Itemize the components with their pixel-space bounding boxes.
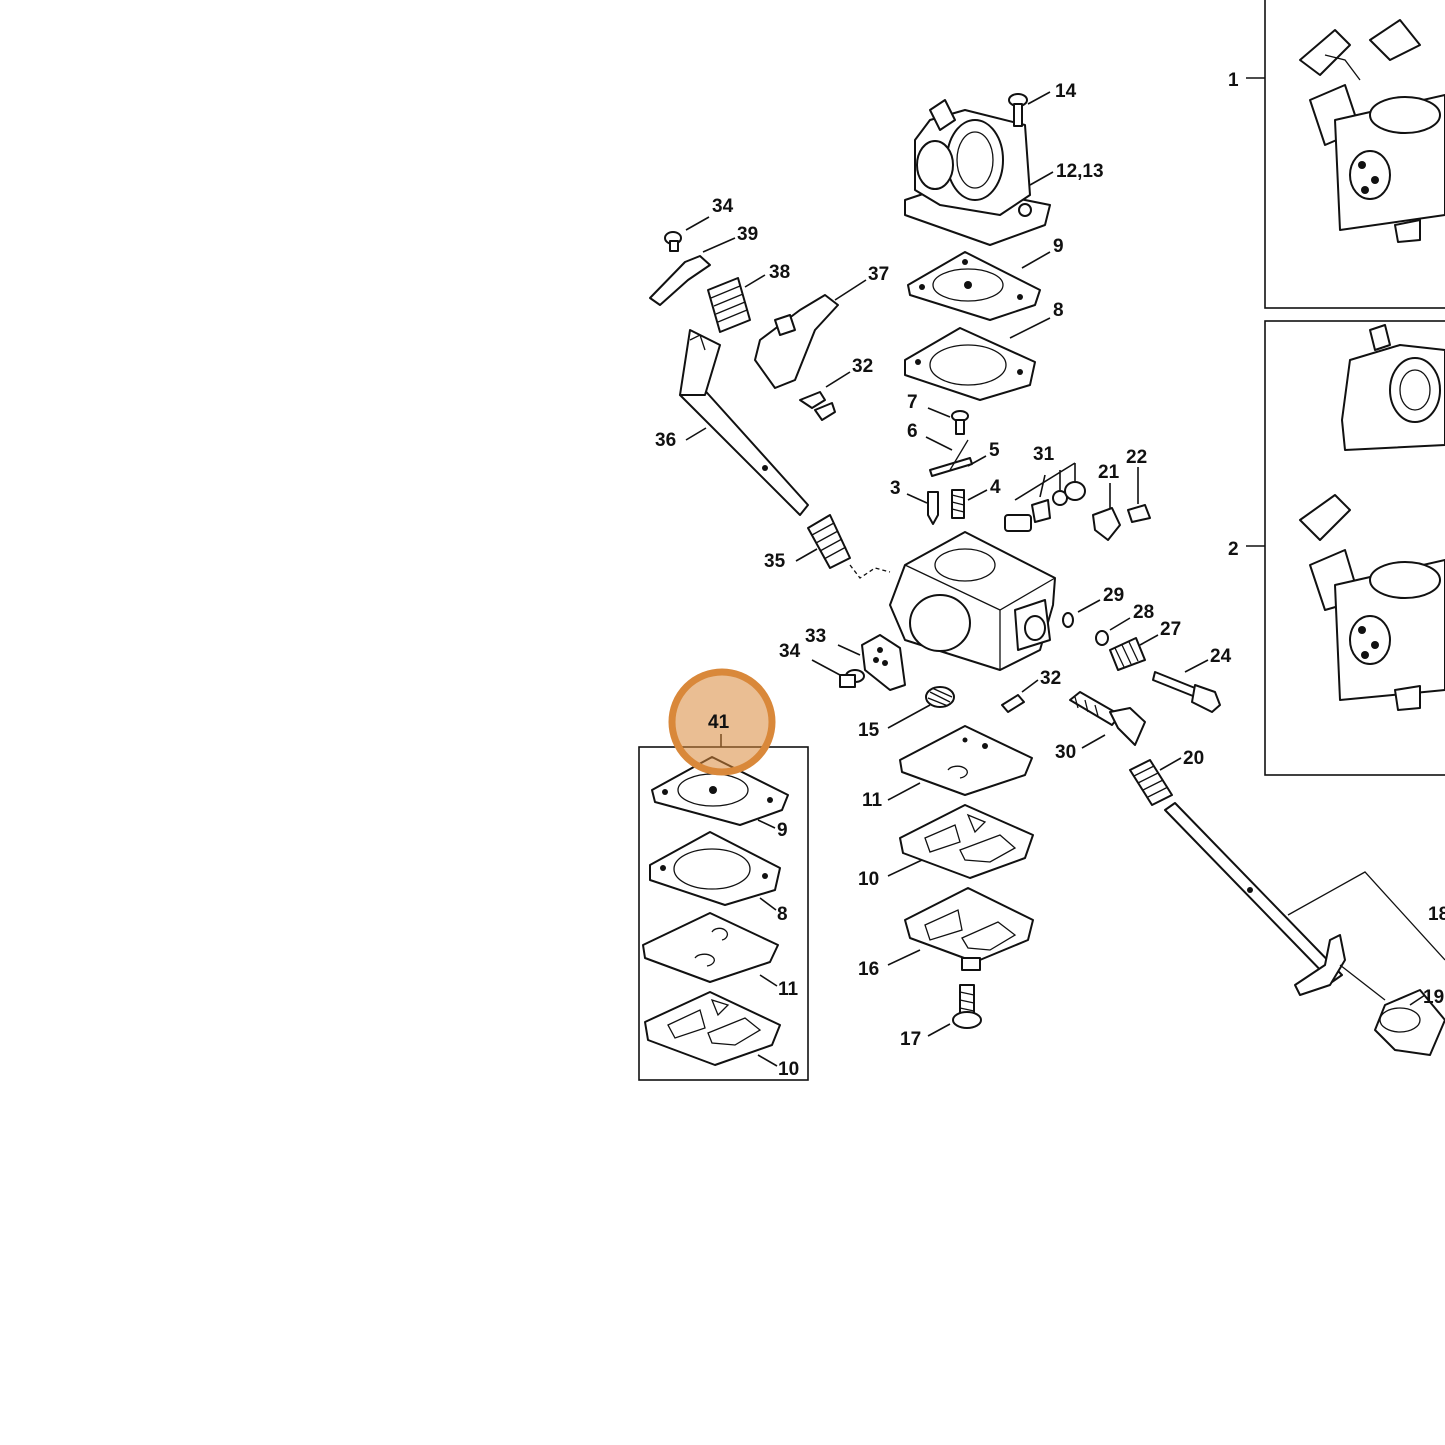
assembly-box-1[interactable] [1246,0,1445,309]
label-32-low[interactable]: 32 [1040,668,1061,689]
label-9-main[interactable]: 9 [1053,236,1064,257]
part-22-screw[interactable] [1127,504,1151,523]
part-19-cap[interactable] [1374,989,1445,1056]
label-39[interactable]: 39 [737,224,758,245]
part-30-throttle-screw[interactable] [1069,691,1146,746]
label-33[interactable]: 33 [805,626,826,647]
label-5[interactable]: 5 [989,440,1000,461]
label-10-main[interactable]: 10 [858,869,879,890]
kit-part-11-gasket[interactable] [642,912,779,983]
label-36[interactable]: 36 [655,430,676,451]
label-4[interactable]: 4 [990,477,1001,498]
label-8-kit[interactable]: 8 [777,904,788,925]
part-32-top-clip[interactable] [799,391,836,421]
part-11-gasket[interactable] [899,725,1033,796]
part-32-low-clip[interactable] [1001,694,1025,713]
label-30[interactable]: 30 [1055,742,1076,763]
highlight-circle [668,668,776,776]
part-14-screw[interactable] [1008,93,1028,127]
label-32-top[interactable]: 32 [852,356,873,377]
part-16-cover[interactable] [904,887,1034,971]
label-37[interactable]: 37 [868,264,889,285]
label-27[interactable]: 27 [1160,619,1181,640]
part-35-spring[interactable] [807,514,891,579]
part-6-lever[interactable] [929,439,973,477]
part-34-top-screw[interactable] [664,231,682,252]
label-7[interactable]: 7 [907,392,918,413]
part-34-low-screw[interactable] [839,669,865,688]
label-11-kit[interactable]: 11 [778,979,799,1000]
part-38-spring[interactable] [707,277,751,333]
kit-part-8-gasket[interactable] [649,831,781,906]
part-39-lever[interactable] [649,255,711,306]
part-21-disc[interactable] [1092,507,1121,541]
part-27-spring[interactable] [1109,637,1146,671]
part-9-diaphragm[interactable] [907,251,1041,321]
part-29-oring[interactable] [1062,612,1074,628]
kit-part-10-pump-diaphragm[interactable] [644,991,781,1066]
label-10-kit[interactable]: 10 [778,1059,799,1080]
part-8-gasket[interactable] [904,327,1036,401]
part-28-washer[interactable] [1095,630,1109,646]
label-34-low[interactable]: 34 [779,641,801,662]
label-21[interactable]: 21 [1098,462,1120,483]
label-9-kit[interactable]: 9 [777,820,788,841]
part-31-valve-set[interactable] [1004,462,1086,532]
label-8-main[interactable]: 8 [1053,300,1064,321]
label-1[interactable]: 1 [1228,70,1239,91]
label-3[interactable]: 3 [890,478,901,499]
label-11-main[interactable]: 11 [862,790,883,811]
part-18-throttle-shaft[interactable] [1164,802,1445,1001]
label-22[interactable]: 22 [1126,447,1147,468]
part-17-screw[interactable] [952,984,982,1029]
assembly-box-2[interactable] [1246,320,1445,776]
part-3-needle[interactable] [927,491,939,525]
label-6[interactable]: 6 [907,421,918,442]
part-24-adjust-screw[interactable] [1152,671,1221,713]
label-24[interactable]: 24 [1210,646,1232,667]
part-20-spring[interactable] [1129,759,1173,806]
part-15-filter-screen[interactable] [925,686,955,708]
part-33-plate[interactable] [861,634,906,691]
part-4-spring[interactable] [951,489,965,519]
label-2[interactable]: 2 [1228,539,1239,560]
label-17[interactable]: 17 [900,1029,921,1050]
label-29[interactable]: 29 [1103,585,1124,606]
part-36-shaft[interactable] [679,329,809,516]
part-12-13-pump-cover[interactable] [904,99,1051,246]
label-16[interactable]: 16 [858,959,879,980]
label-34-top[interactable]: 34 [712,196,734,217]
label-35[interactable]: 35 [764,551,786,572]
label-20[interactable]: 20 [1183,748,1204,769]
label-31[interactable]: 31 [1033,444,1055,465]
carburetor-body[interactable] [889,531,1056,671]
label-15[interactable]: 15 [858,720,880,741]
kit-41-box[interactable] [638,734,809,1081]
part-7-screw[interactable] [951,410,969,435]
label-38[interactable]: 38 [769,262,790,283]
label-14[interactable]: 14 [1055,81,1077,102]
part-10-pump-diaphragm[interactable] [899,804,1034,879]
label-18[interactable]: 18 [1428,904,1445,925]
label-28[interactable]: 28 [1133,602,1154,623]
label-12-13[interactable]: 12,13 [1056,161,1104,182]
label-19[interactable]: 19 [1423,987,1444,1008]
part-37-choke-lever[interactable] [754,294,839,389]
label-41[interactable]: 41 [708,712,730,733]
